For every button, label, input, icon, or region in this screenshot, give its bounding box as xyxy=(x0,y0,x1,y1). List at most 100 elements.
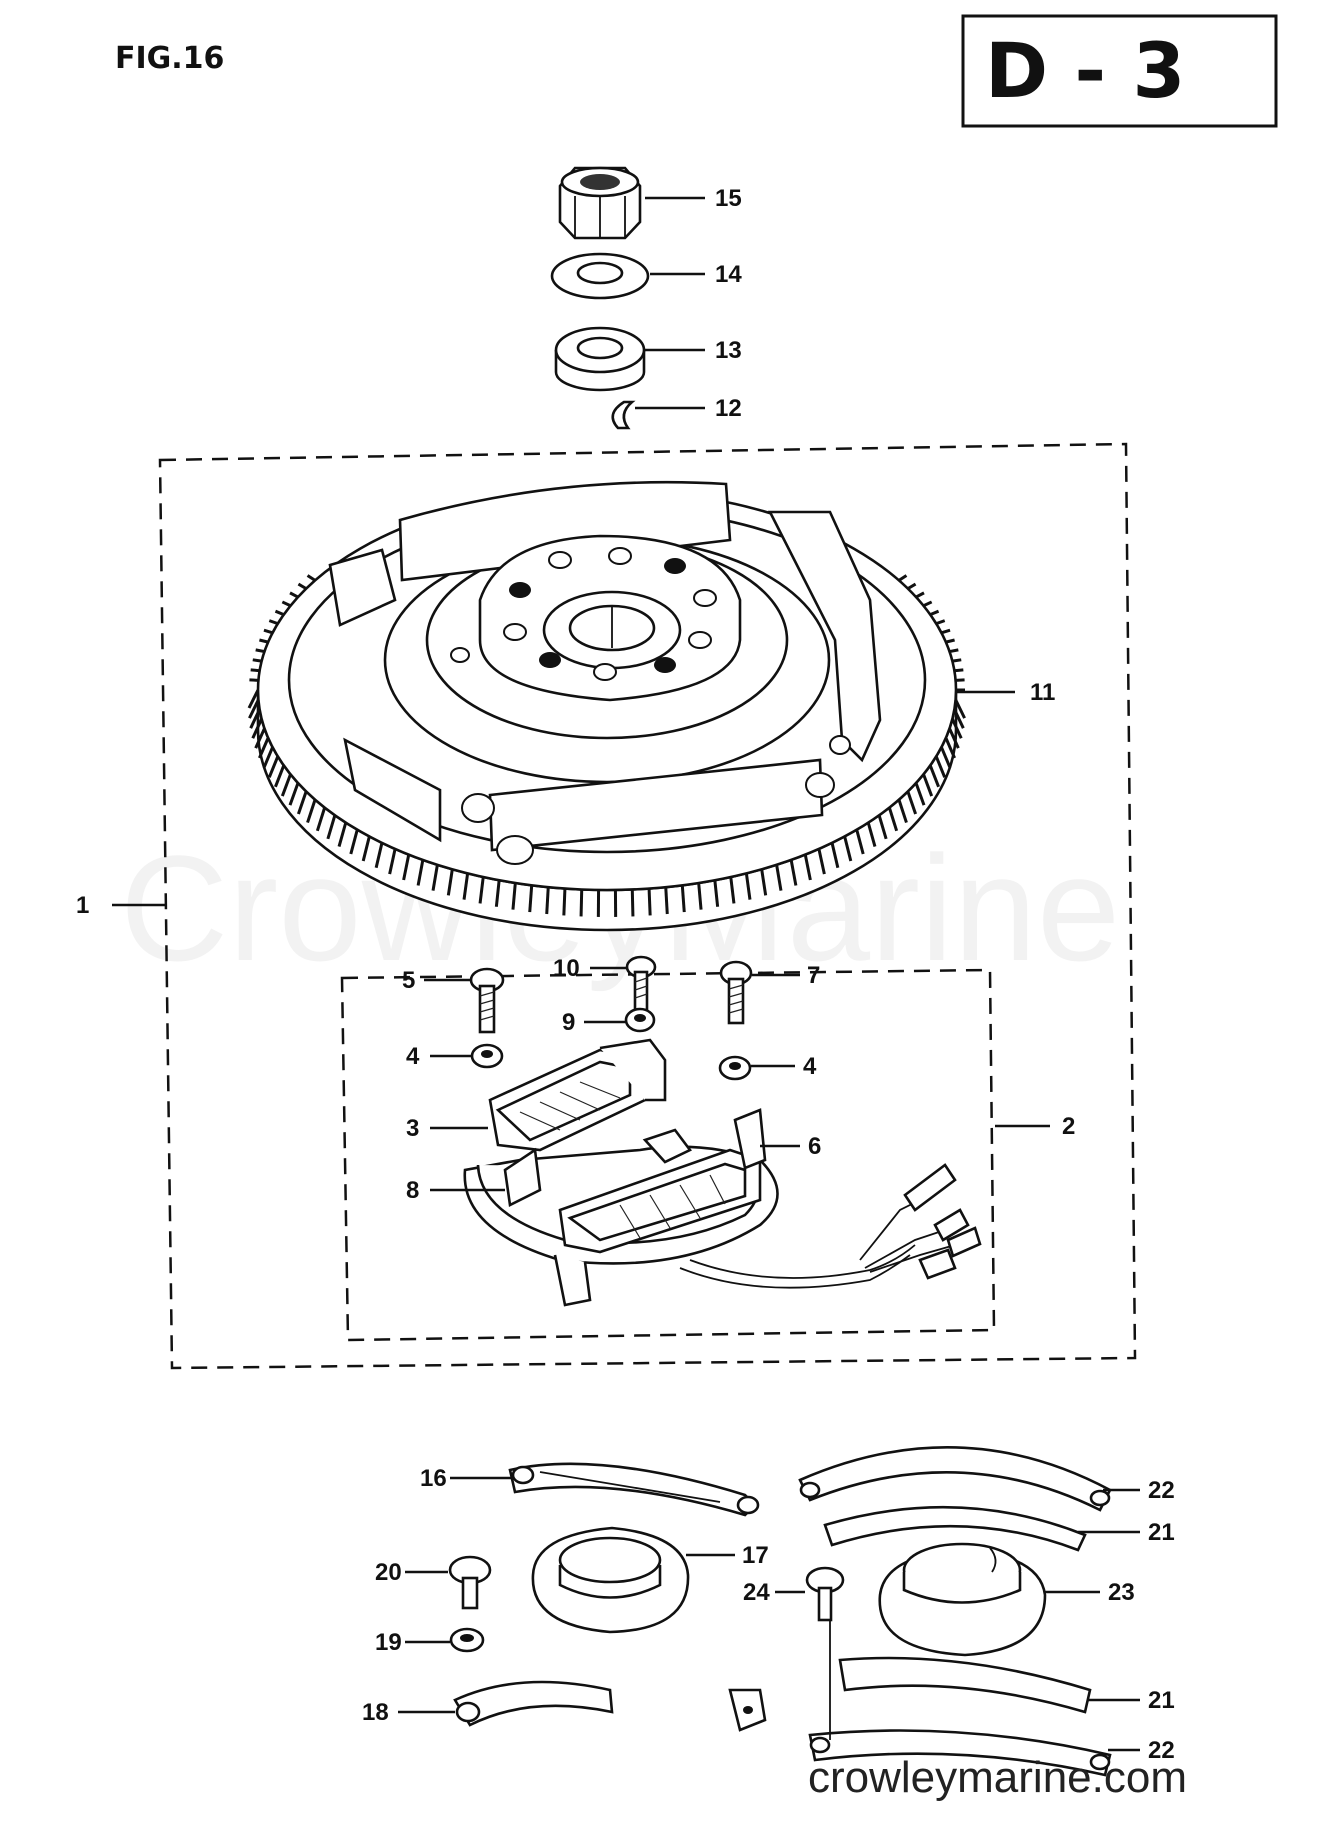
gear-tooth xyxy=(259,638,269,644)
magnet-holder-22-upper xyxy=(798,1446,1112,1512)
gear-tooth xyxy=(251,718,264,739)
gear-tooth xyxy=(326,814,337,840)
callout-4-left: 4 xyxy=(406,1043,420,1070)
gear-tooth xyxy=(843,836,853,862)
callout-9: 9 xyxy=(562,1009,575,1036)
gear-tooth xyxy=(262,746,274,769)
callout-23: 23 xyxy=(1108,1579,1135,1606)
gear-tooth xyxy=(258,737,270,759)
gear-tooth xyxy=(803,854,812,881)
callout-20: 20 xyxy=(375,1559,402,1586)
gear-tooth xyxy=(274,764,286,788)
gear-tooth xyxy=(713,880,720,907)
gear-tooth xyxy=(528,885,534,913)
callout-16: 16 xyxy=(420,1465,447,1492)
sheet-code-box: D - 3 xyxy=(961,14,1278,128)
gear-tooth xyxy=(950,718,963,739)
callout-11: 11 xyxy=(1030,679,1055,706)
gear-tooth xyxy=(250,668,260,673)
magnet-collar-17 xyxy=(531,1526,690,1634)
magnet-collar-23 xyxy=(878,1542,1047,1657)
gear-tooth xyxy=(697,882,703,910)
gear-tooth xyxy=(877,814,888,840)
gear-tooth xyxy=(866,822,877,847)
gear-tooth xyxy=(630,889,635,917)
magnet-holder-16 xyxy=(508,1462,760,1517)
gear-tooth xyxy=(306,574,316,582)
gear-tooth xyxy=(906,790,918,815)
gear-tooth xyxy=(562,888,567,916)
gear-tooth xyxy=(830,842,840,869)
callout-2: 2 xyxy=(1062,1113,1075,1140)
gear-tooth xyxy=(914,782,926,806)
gear-tooth xyxy=(494,880,501,907)
callout-7: 7 xyxy=(807,962,820,989)
website-text: crowleymarine.com xyxy=(808,1753,1187,1802)
washer-13 xyxy=(554,326,646,392)
gear-tooth xyxy=(247,689,260,709)
gear-tooth xyxy=(954,699,966,719)
coil-6 xyxy=(558,1108,767,1254)
gear-tooth xyxy=(478,876,485,904)
gear-tooth xyxy=(446,869,454,896)
callout-17: 17 xyxy=(742,1542,769,1569)
screw-7 xyxy=(719,960,753,1025)
callout-18: 18 xyxy=(362,1699,389,1726)
magnet-holder-22-lower xyxy=(808,1620,1112,1777)
gear-tooth xyxy=(248,699,260,719)
gear-tooth xyxy=(929,609,940,616)
callout-13: 13 xyxy=(715,337,742,364)
leader-lines xyxy=(112,196,1140,1752)
gear-tooth xyxy=(263,628,274,635)
callout-22-lower: 22 xyxy=(1148,1737,1175,1764)
coil-3 xyxy=(488,1038,667,1207)
gear-tooth xyxy=(249,708,261,729)
gear-tooth xyxy=(729,876,736,904)
gear-tooth xyxy=(289,591,299,599)
gear-tooth xyxy=(252,658,262,663)
gear-tooth xyxy=(949,648,959,654)
gear-tooth xyxy=(297,582,307,590)
gear-tooth xyxy=(928,764,940,788)
gear-tooth xyxy=(267,755,280,778)
washer-4-left xyxy=(470,1043,504,1069)
gear-tooth xyxy=(953,708,965,729)
gear-tooth xyxy=(511,882,517,910)
screw-5 xyxy=(469,967,505,1034)
gear-tooth xyxy=(945,638,955,644)
gear-tooth xyxy=(416,859,425,886)
callout-8: 8 xyxy=(406,1177,419,1204)
gear-tooth xyxy=(402,854,411,881)
gear-tooth xyxy=(887,807,899,832)
gear-tooth xyxy=(361,836,371,862)
gear-tooth xyxy=(744,873,752,900)
gear-tooth xyxy=(935,619,946,626)
sheet-code: D - 3 xyxy=(985,26,1185,115)
magnet-21-upper xyxy=(823,1505,1087,1552)
gear-tooth xyxy=(545,887,550,915)
gear-tooth xyxy=(288,782,300,806)
gear-tooth xyxy=(664,887,669,915)
gear-tooth xyxy=(907,582,917,590)
magnet-holder-18 xyxy=(453,1680,767,1732)
gear-tooth xyxy=(922,773,934,797)
gear-tooth xyxy=(337,822,348,847)
gear-tooth xyxy=(349,829,359,855)
gear-tooth xyxy=(281,600,292,608)
gear-tooth xyxy=(431,864,439,891)
gear-tooth xyxy=(915,591,925,599)
gear-tooth xyxy=(315,807,327,832)
gear-tooth xyxy=(680,885,686,913)
gear-tooth xyxy=(944,737,956,759)
gear-tooth xyxy=(579,889,584,917)
woodruff-key-12 xyxy=(611,400,636,430)
gear-tooth xyxy=(940,746,952,769)
callout-5: 5 xyxy=(402,967,415,994)
gear-tooth xyxy=(898,574,908,582)
gear-tooth xyxy=(940,628,951,635)
gear-tooth xyxy=(948,727,960,749)
gear-tooth xyxy=(255,648,265,654)
callout-19: 19 xyxy=(375,1629,402,1656)
gear-tooth xyxy=(274,609,285,616)
